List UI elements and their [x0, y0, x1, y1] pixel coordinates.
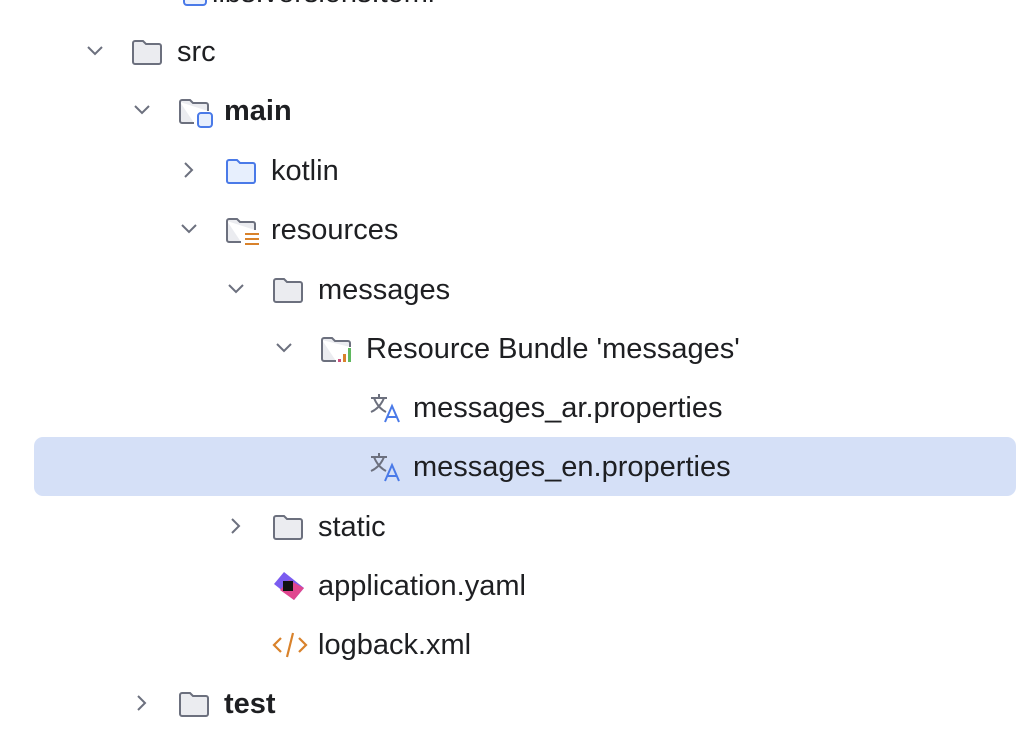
tree-item-label: resources: [271, 214, 399, 246]
tree-item-messages-en[interactable]: messages_en.properties: [0, 437, 1024, 496]
tree-item-application-yaml[interactable]: application.yaml: [0, 556, 1024, 615]
tree-item-logback-xml[interactable]: logback.xml: [0, 615, 1024, 674]
tree-item-label: test: [224, 688, 276, 720]
test-folder-icon: [178, 688, 210, 720]
tree-item-label: src: [177, 36, 216, 68]
translation-file-icon: [368, 451, 400, 483]
resources-folder-icon: [225, 214, 259, 246]
chevron-right-icon[interactable]: [130, 691, 154, 715]
tree-item-static[interactable]: static: [0, 497, 1024, 556]
folder-icon: [272, 511, 304, 543]
tree-item-label: messages: [318, 274, 451, 306]
tree-item-messages[interactable]: messages: [0, 260, 1024, 319]
tree-item-main[interactable]: main: [0, 81, 1024, 140]
chevron-down-icon[interactable]: [130, 98, 154, 122]
chevron-down-icon[interactable]: [177, 217, 201, 241]
tree-item-libs-versions[interactable]: libs.versions.toml: [0, 0, 1024, 22]
toml-file-icon: [180, 0, 212, 9]
selection-highlight: [34, 437, 1016, 496]
source-root-folder-icon: [178, 95, 213, 128]
tree-item-label: messages_en.properties: [413, 451, 731, 483]
chevron-down-icon[interactable]: [83, 39, 107, 63]
xml-file-icon: [272, 629, 308, 661]
tree-item-label: Resource Bundle 'messages': [366, 333, 740, 365]
tree-item-label: messages_ar.properties: [413, 392, 723, 424]
tree-item-label: application.yaml: [318, 570, 526, 602]
tree-item-kotlin[interactable]: kotlin: [0, 141, 1024, 200]
source-folder-icon: [225, 155, 257, 187]
translation-file-icon: [368, 392, 400, 424]
chevron-right-icon[interactable]: [224, 514, 248, 538]
tree-item-messages-ar[interactable]: messages_ar.properties: [0, 378, 1024, 437]
tree-item-label: main: [224, 95, 292, 127]
yaml-file-icon: [272, 570, 304, 602]
tree-item-label: static: [318, 511, 386, 543]
chevron-right-icon[interactable]: [177, 158, 201, 182]
tree-item-resources[interactable]: resources: [0, 200, 1024, 259]
tree-item-src[interactable]: src: [0, 22, 1024, 81]
tree-item-label: kotlin: [271, 155, 339, 187]
tree-item-label: libs.versions.toml: [212, 0, 434, 10]
chevron-down-icon[interactable]: [224, 277, 248, 301]
folder-icon: [131, 36, 163, 68]
folder-icon: [272, 274, 304, 306]
tree-item-resource-bundle[interactable]: Resource Bundle 'messages': [0, 319, 1024, 378]
resource-bundle-icon: [320, 333, 352, 365]
tree-item-label: logback.xml: [318, 629, 472, 661]
chevron-down-icon[interactable]: [272, 336, 296, 360]
